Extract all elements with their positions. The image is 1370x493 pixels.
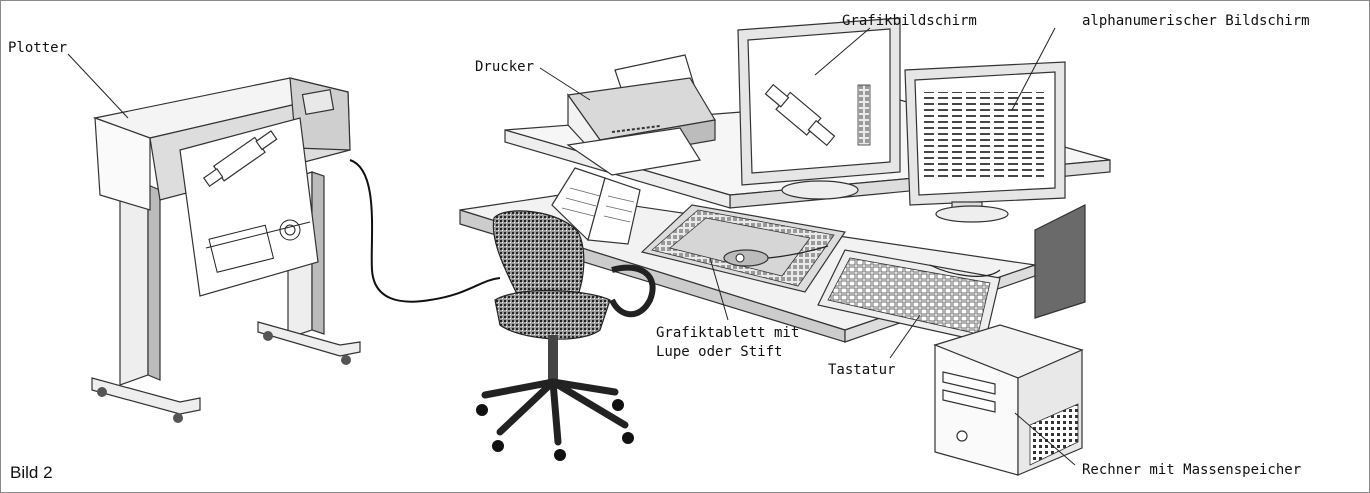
plotter-cable bbox=[350, 160, 500, 302]
label-drucker: Drucker bbox=[475, 59, 534, 75]
label-rechner: Rechner mit Massenspeicher bbox=[1082, 462, 1301, 478]
label-grafiktablett-line2: Lupe oder Stift bbox=[656, 344, 782, 360]
label-grafiktablett-line1: Grafiktablett mit bbox=[656, 325, 799, 341]
text-monitor-icon bbox=[905, 62, 1065, 222]
figure-caption: Bild 2 bbox=[10, 463, 53, 482]
label-plotter: Plotter bbox=[8, 40, 67, 56]
label-tastatur: Tastatur bbox=[828, 362, 895, 378]
label-alphanumerischer-bildschirm: alphanumerischer Bildschirm bbox=[1082, 13, 1310, 29]
label-grafikbildschirm: Grafikbildschirm bbox=[842, 13, 977, 29]
printer-icon bbox=[568, 55, 715, 175]
plotter-icon bbox=[92, 78, 360, 423]
graphics-monitor-icon bbox=[738, 18, 900, 199]
